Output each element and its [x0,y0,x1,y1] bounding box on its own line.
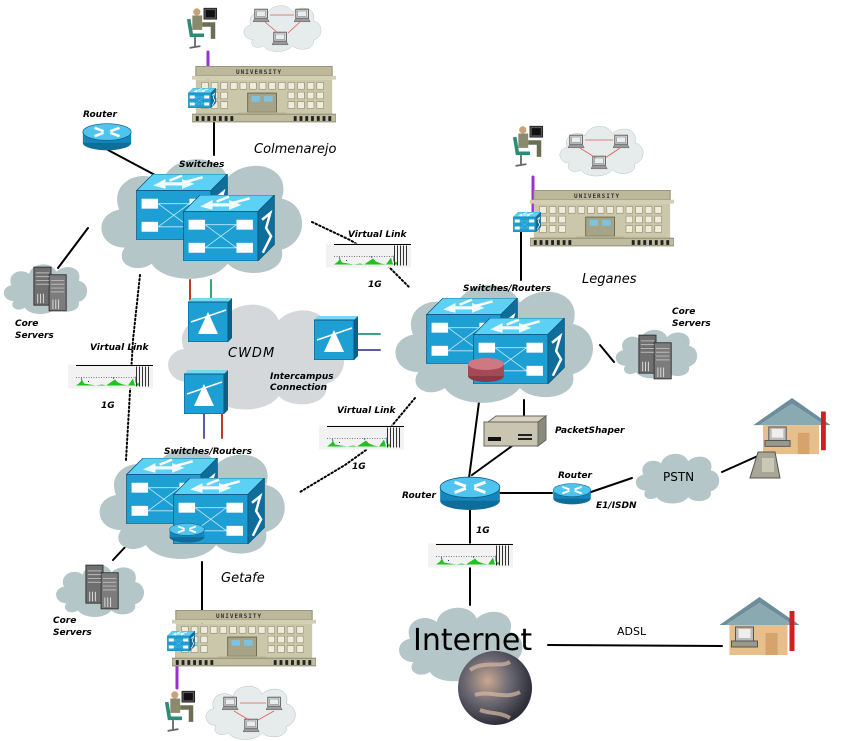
building-sign: UNIVERSITY [574,193,620,200]
wan-section: PacketShaper Router Router E1/ISDN PSTN … [402,398,831,725]
lan-links [264,14,301,34]
virtual-link-label: Virtual Link [348,230,408,240]
home-adsl-icon [718,597,801,656]
site-getafe: Switches/Routers Getafe Core Servers UNI… [53,447,316,732]
cwdm-mux-icon[interactable] [314,316,358,360]
user-workstation-icon [515,126,543,166]
link-internet-adsl-home [547,644,723,647]
traffic-graph-thumbnail [326,243,411,268]
laptop-icon [222,696,239,711]
virtual-link-colmenarejo-getafe [125,274,141,461]
access-switch-icon[interactable] [166,631,196,651]
packetshaper-label: PacketShaper [555,426,625,436]
laptop-icon [243,718,260,733]
site-colmenarejo: UNIVERSITY Router Switches Colmenarejo C… [15,8,336,341]
link-edgerouter-pstn [590,477,633,493]
packetshaper-icon[interactable] [483,415,548,447]
link-getafe-servers [112,544,128,561]
link-speed-label: 1G [368,280,382,290]
traffic-graph-thumbnail [428,543,513,568]
edge-router-label: Router [558,471,592,481]
servers-label: Servers [15,331,54,341]
link-speed-label: 1G [352,462,366,472]
servers-label: Servers [672,319,711,329]
telephone-icon [749,451,781,479]
servers-label: Servers [53,628,92,638]
link-leganes-servers [599,344,615,363]
access-switch-icon[interactable] [187,88,217,108]
intercampus-label: Connection [270,383,327,393]
traffic-graph-thumbnail [319,425,404,450]
servers-label: Core [53,616,76,626]
servers-label: Core [15,319,38,329]
core-label: Switches [179,160,225,170]
globe-icon [458,651,532,725]
link-colmenarejo-router [107,149,156,176]
internet-link-speed: 1G [476,526,490,536]
core-label: Switches/Routers [463,284,552,294]
user-workstation-icon [167,691,195,731]
virtual-link-getafe-leganes [299,397,416,493]
edge-router-icon[interactable] [552,483,592,505]
cwdm-ring: CWDM Intercampus Connection [184,298,358,414]
core-label: Switches/Routers [164,447,253,457]
link-packetshaper-router [471,445,513,476]
e1-isdn-label: E1/ISDN [596,501,637,511]
building-sign: UNIVERSITY [216,613,262,620]
access-switch-icon[interactable] [512,212,542,232]
router-icon[interactable] [82,122,132,152]
laptop-icon [272,31,289,46]
laptop-icon [266,696,283,711]
virtual-link-label: Virtual Link [337,406,397,416]
core-switch-icon[interactable] [182,195,276,261]
site-name: Getafe [221,571,265,586]
virtual-link-2: Virtual Link 1G [68,343,153,411]
link-leganes-router [468,401,480,479]
link-colmenarejo-servers [57,227,89,269]
site-leganes: UNIVERSITY Leganes Switches/Routers Core… [425,126,711,384]
link-pstn-home [721,454,761,473]
internet-label: Internet [413,623,532,658]
main-router-icon[interactable] [439,476,501,511]
main-router-label: Router [402,491,436,501]
user-workstation-icon [189,8,217,48]
lan-links [233,702,275,721]
cwdm-label: CWDM [228,346,275,361]
virtual-link-1: Virtual Link 1G [326,230,411,290]
virtual-link-3: Virtual Link 1G [319,406,404,472]
cwdm-mux-icon[interactable] [188,298,232,342]
pstn-label: PSTN [663,470,694,484]
virtual-link-label: Virtual Link [90,343,150,353]
laptop-icon [294,8,311,23]
adsl-label: ADSL [617,625,647,638]
servers-label: Core [672,307,695,317]
intercampus-label: Intercampus [270,372,334,382]
home-office-icon [753,398,831,455]
router-label: Router [83,110,117,120]
site-name: Leganes [582,272,637,287]
link-speed-label: 1G [101,401,115,411]
laptop-icon [613,134,630,149]
site-name: Colmenarejo [254,142,336,157]
traffic-graph-thumbnail [68,364,153,389]
lan-links [579,139,621,159]
laptop-icon [253,8,270,23]
cwdm-mux-icon[interactable] [184,370,228,414]
laptop-icon [591,155,608,170]
router-module-icon [468,358,504,382]
laptop-icon [568,134,585,149]
building-sign: UNIVERSITY [236,69,282,76]
router-module-icon [169,522,205,544]
